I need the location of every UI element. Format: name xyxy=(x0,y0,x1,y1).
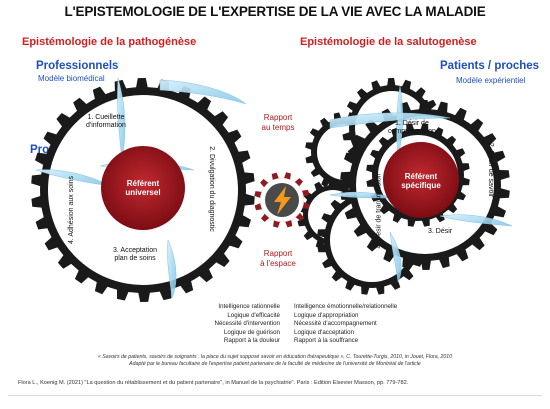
rapport-a-l-espace-line1: Rapport xyxy=(263,249,293,258)
left-model: Modèle biomédical xyxy=(38,74,105,83)
left-item: Logique de guérison xyxy=(223,328,280,336)
rapport-a-l-espace: Rapport à l'espace xyxy=(256,249,300,269)
left-item: Rapport à la douleur xyxy=(223,337,280,344)
quote-line2: Adapté par le bureau facultaire de l'exp… xyxy=(129,361,421,367)
left-center-line1: Référent xyxy=(126,179,160,188)
right-step-1: 1. Désir de compréhension xyxy=(388,120,436,136)
right-heading: Epistémologie de la salutogenèse xyxy=(300,36,477,48)
right-core-circle xyxy=(383,142,459,218)
right-swoosh-arc xyxy=(329,112,451,129)
rapport-a-l-espace-line2: à l'espace xyxy=(260,259,296,268)
left-item: Intelligence rationnelle xyxy=(218,303,280,310)
left-swoosh-bottom xyxy=(167,239,177,299)
right-item: Nécessité d'accompagnement xyxy=(294,320,377,327)
citation: Flora L., Koenig M. (2021) "La question … xyxy=(18,380,409,386)
left-item: Logique d'efficacité xyxy=(227,311,280,319)
right-step-2: 2. Désir de savoir xyxy=(487,142,495,198)
left-step-1: 1. Cueillette d'information xyxy=(86,114,126,130)
right-center-line1: Référent xyxy=(404,172,438,181)
left-step-1-line1: 1. Cueillette xyxy=(87,114,125,121)
right-model: Modèle expérientiel xyxy=(456,76,526,85)
left-step-3: 3. Acceptation plan de soins xyxy=(113,247,157,263)
right-item: Rapport à la souffrance xyxy=(294,337,359,344)
right-actor: Patients / proches xyxy=(440,60,540,72)
left-step-1-line2: d'information xyxy=(86,122,126,129)
left-step-3-line1: 3. Acceptation xyxy=(113,247,157,254)
left-center-line2: universel xyxy=(125,188,161,197)
right-step-4: 4. Désir de transmission xyxy=(375,173,383,249)
left-step-2: 2. Divulgation du diagnostic xyxy=(207,146,215,232)
rapport-au-temps-line1: Rapport xyxy=(263,113,293,122)
left-heading: Epistémologie de la pathogénèse xyxy=(22,36,197,48)
left-swoosh-arc xyxy=(159,79,247,105)
right-step-1-line2: compréhension xyxy=(388,128,436,135)
left-step-3-line2: plan de soins xyxy=(114,255,156,262)
right-item: Intelligence émotionnelle/relationnelle xyxy=(294,303,398,310)
lightning-icon xyxy=(274,186,291,215)
page-title: L'EPISTEMOLOGIE DE L'EXPERTISE DE LA VIE… xyxy=(64,4,486,19)
right-swoosh-bottom xyxy=(389,231,402,283)
right-item: Logique d'acceptation xyxy=(294,328,355,336)
right-step-3: 3. Désir xyxy=(428,228,453,235)
left-item: Nécessité d'intervention xyxy=(214,320,281,327)
right-center-line2: spécifique xyxy=(401,181,441,190)
right-item: Logique d'appropriation xyxy=(294,311,359,319)
quote-block: « Savoirs de patients, savoirs de soigna… xyxy=(20,354,530,368)
right-swoosh-right xyxy=(439,214,513,227)
left-core-circle xyxy=(101,146,185,230)
left-step-4: 4. Adhésion aux soins xyxy=(68,175,76,245)
left-center-label: Référent universel xyxy=(115,179,171,197)
bottom-divider xyxy=(8,395,542,396)
quote-line1: « Savoirs de patients, savoirs de soigna… xyxy=(97,354,453,360)
right-center-label: Référent spécifique xyxy=(391,172,451,190)
rapport-au-temps-line2: au temps xyxy=(261,123,295,132)
rapport-au-temps: Rapport au temps xyxy=(256,113,300,133)
right-step-1-line1: 1. Désir de xyxy=(395,120,429,127)
left-actor: Professionnels xyxy=(36,60,119,72)
